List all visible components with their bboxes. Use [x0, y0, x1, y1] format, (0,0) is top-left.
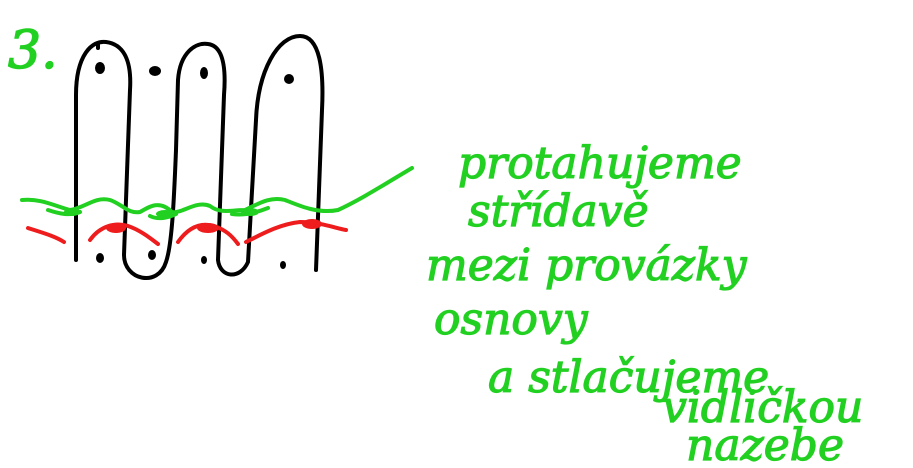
warp-dot — [201, 256, 207, 264]
weft-green-line — [20, 166, 414, 215]
warp-dot — [96, 253, 104, 263]
weft-red-line — [88, 222, 160, 246]
weft-green-blob — [241, 208, 259, 216]
weft-green-blob — [156, 210, 174, 218]
weft-green-line-3 — [148, 212, 178, 221]
warp-dot — [280, 261, 286, 269]
warp-dot — [200, 67, 208, 79]
weft-red-blob — [197, 223, 219, 233]
weft-red-blob — [106, 223, 126, 233]
weft-red-blob — [302, 219, 322, 229]
warp-dot — [95, 62, 105, 74]
instruction-text: protahujeme střídavě mezi provázky osnov… — [425, 137, 864, 468]
warp-loop-path — [74, 34, 325, 280]
warp-dot — [284, 74, 294, 84]
instruction-line-6: vidličkou — [662, 382, 863, 433]
warp-dots — [95, 62, 294, 269]
step-number: 3. — [8, 21, 58, 81]
weft-green-blob — [64, 208, 80, 216]
weft-red — [26, 219, 348, 246]
warp-threads — [74, 34, 325, 280]
instruction-line-1: protahujeme — [458, 138, 742, 189]
warp-dot — [148, 250, 156, 260]
instruction-line-5: a stlačujeme — [488, 352, 769, 403]
weft-red-line — [244, 220, 348, 244]
warp-dot — [149, 66, 161, 76]
weft-red-line — [26, 226, 66, 244]
instruction-line-3: mezi provázky — [426, 240, 748, 291]
instruction-line-2: střídavě — [468, 186, 649, 237]
instruction-line-7: nazebe — [686, 420, 844, 468]
instruction-line-4: osnovy — [434, 294, 589, 345]
weft-green — [20, 166, 414, 221]
